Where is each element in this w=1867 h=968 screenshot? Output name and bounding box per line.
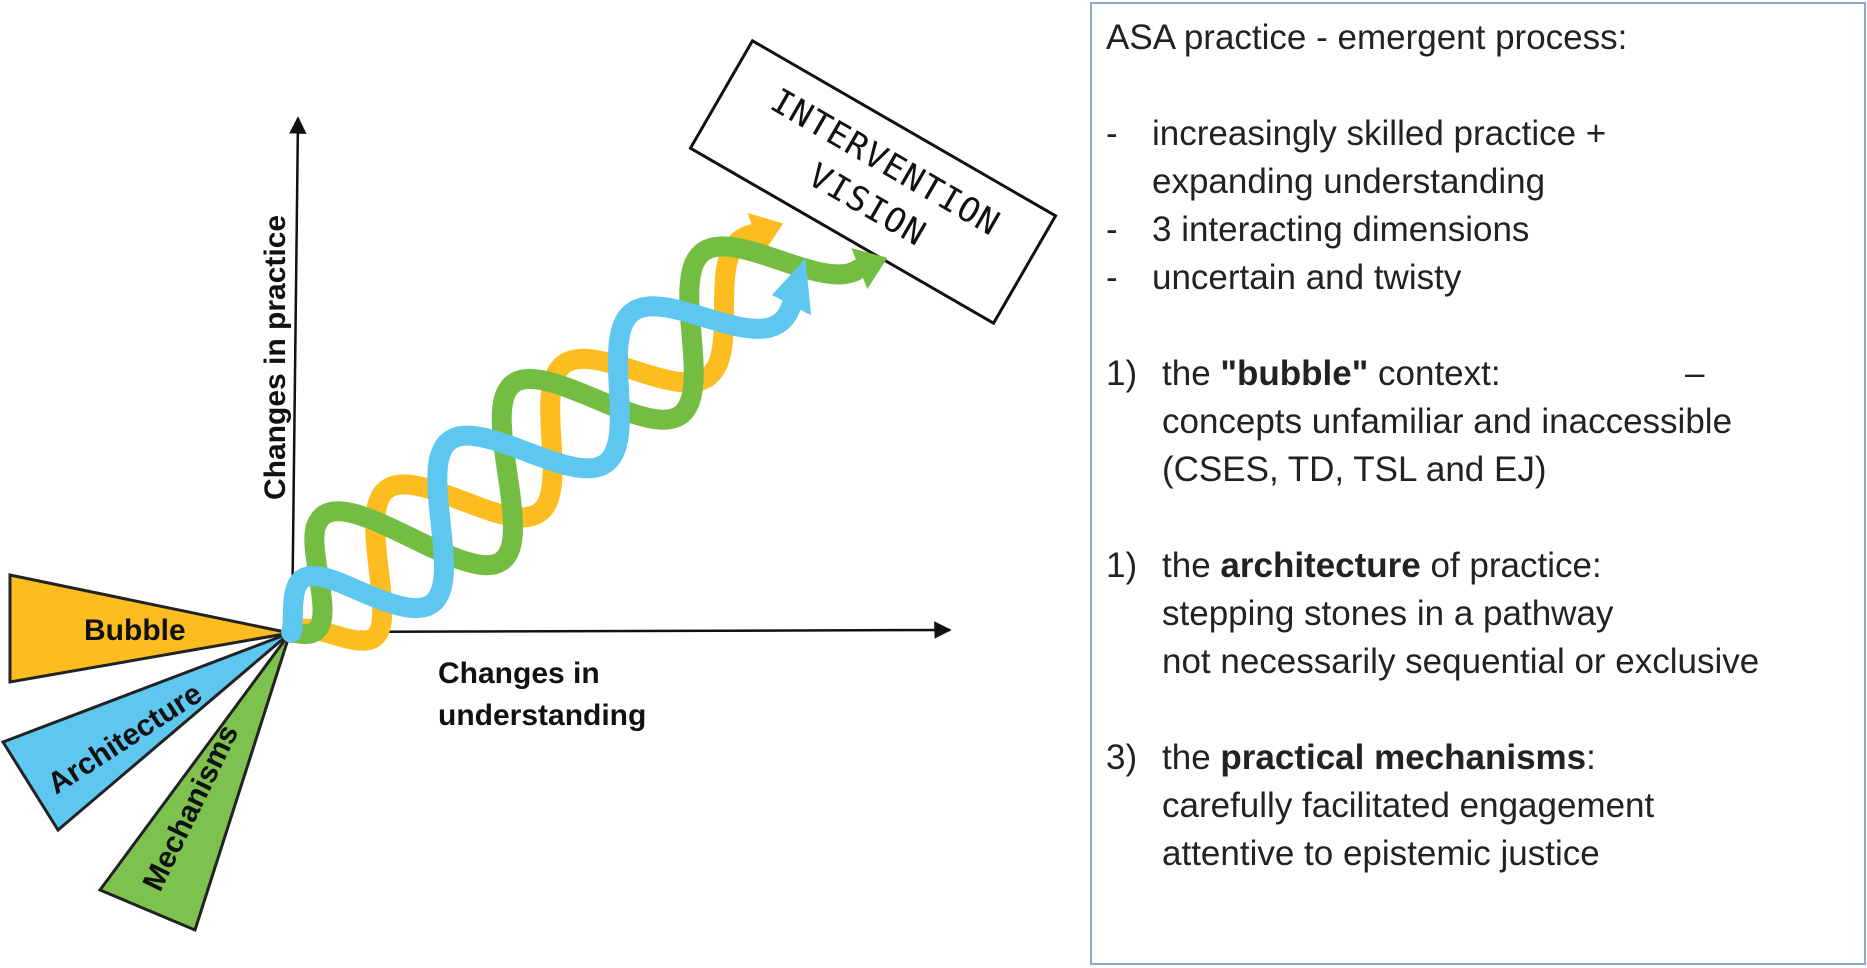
item-text: not necessarily sequential or exclusive: [1162, 642, 1760, 681]
bullet-marker: -: [1106, 114, 1118, 153]
item-heading: the architecture of practice:: [1162, 546, 1602, 585]
bullet-marker: -: [1106, 210, 1118, 249]
item-text: (CSES, TD, TSL and EJ): [1162, 450, 1547, 489]
x-axis: [291, 621, 952, 639]
x-axis-label-line1: Changes in: [438, 657, 600, 690]
architecture-wedge: [0, 631, 291, 833]
bullet-item: - 3 interacting dimensions: [1106, 206, 1864, 254]
panel-title: ASA practice - emergent process:: [1106, 18, 1628, 57]
y-axis-label: Changes in practice: [259, 215, 292, 500]
item-text: attentive to epistemic justice: [1162, 834, 1600, 873]
item-heading: the "bubble" context:: [1162, 354, 1501, 393]
item-text: carefully facilitated engagement: [1162, 786, 1655, 825]
architecture-arrowhead: [772, 258, 812, 316]
mechanisms-strand: [282, 236, 870, 645]
bubble-item: 1) the "bubble" context: – concepts unfa…: [1106, 350, 1864, 494]
bubble-wedge: [8, 573, 291, 684]
wedge-label-bubble: Bubble: [84, 614, 186, 647]
mechanisms-wedge: [97, 632, 292, 933]
bullet-text: increasingly skilled practice +: [1152, 114, 1607, 153]
item-text: stepping stones in a pathway: [1162, 594, 1614, 633]
bullet-text: uncertain and twisty: [1152, 258, 1462, 297]
item-number: 3): [1106, 738, 1138, 777]
intervention-vision-box: INTERVENTION VISION: [688, 38, 1058, 326]
x-axis-label-line2: understanding: [438, 699, 646, 732]
item-number: 1): [1106, 546, 1138, 585]
text-panel: ASA practice - emergent process: - incre…: [1090, 2, 1866, 965]
bullet-item: - uncertain and twisty: [1106, 254, 1864, 302]
bullet-list: - increasingly skilled practice + expand…: [1106, 110, 1864, 302]
bullet-text: expanding understanding: [1152, 162, 1546, 201]
y-axis: [289, 116, 307, 633]
bullet-text: 3 interacting dimensions: [1152, 210, 1530, 249]
mechanisms-arrowhead: [851, 248, 888, 290]
bullet-item: - increasingly skilled practice + expand…: [1106, 110, 1864, 206]
helix-diagram: Bubble Architecture Mechanisms Changes i…: [0, 38, 1058, 933]
architecture-item: 1) the architecture of practice: steppin…: [1106, 542, 1864, 686]
helix-strands: [282, 213, 888, 651]
item-number: 1): [1106, 354, 1138, 393]
bubble-arrowhead: [747, 213, 784, 255]
architecture-strand: [282, 295, 802, 642]
item-text: concepts unfamiliar and inaccessible: [1162, 402, 1733, 441]
mechanisms-item: 3) the practical mechanisms: carefully f…: [1106, 734, 1864, 878]
bullet-marker: -: [1106, 258, 1118, 297]
item-heading: the practical mechanisms:: [1162, 738, 1596, 777]
item-dash: –: [1685, 354, 1705, 393]
